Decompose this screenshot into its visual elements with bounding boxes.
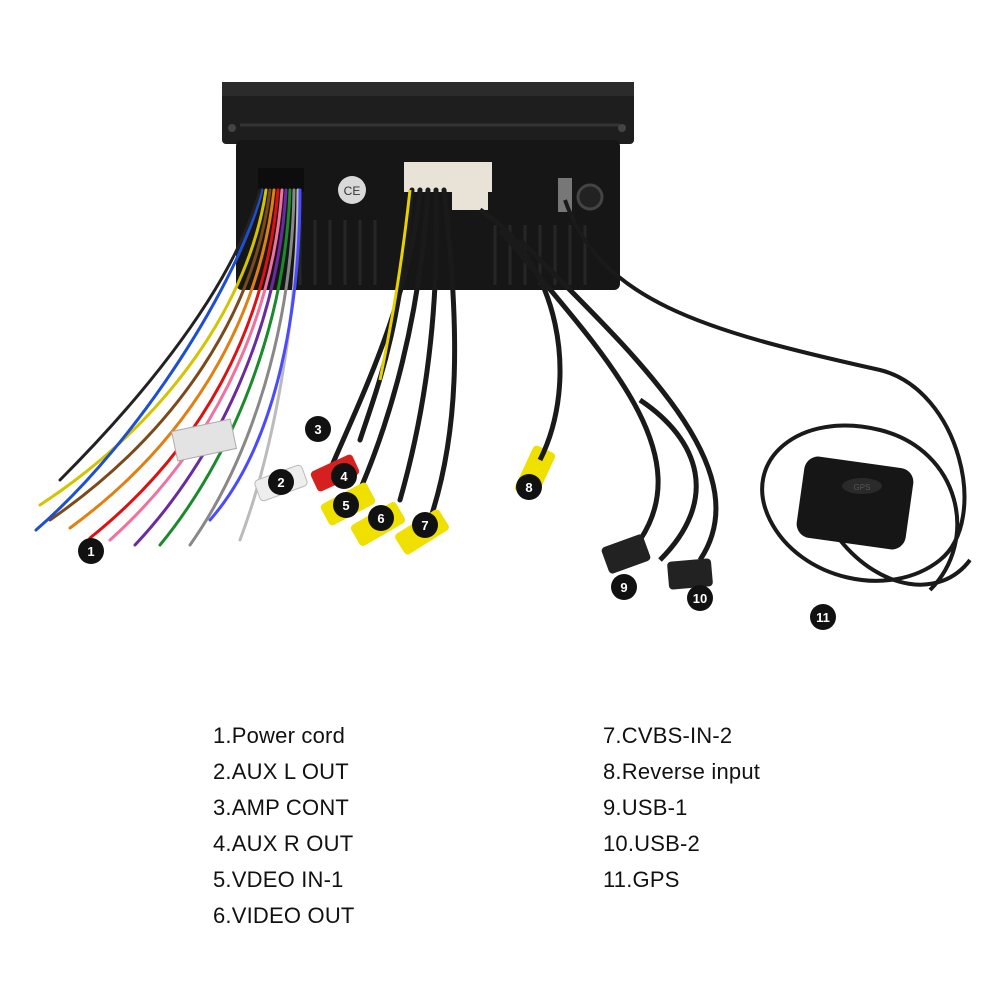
callout-3: 3 <box>305 416 331 442</box>
product-photo: CE <box>34 82 972 592</box>
legend-item: 4.AUX R OUT <box>213 831 354 856</box>
callout-8: 8 <box>516 474 542 500</box>
gps-antenna-label: GPS <box>854 483 871 492</box>
callout-7: 7 <box>412 512 438 538</box>
legend-item: 2.AUX L OUT <box>213 759 349 784</box>
rca-cables <box>327 187 458 523</box>
gps-antenna: GPS <box>796 456 914 550</box>
reverse-input-cable <box>478 207 563 462</box>
power-cord-wires <box>34 188 302 547</box>
legend-item: 5.VDEO IN-1 <box>213 867 344 892</box>
callout-5: 5 <box>333 492 359 518</box>
legend-item: 3.AMP CONT <box>213 795 350 820</box>
callout-11: 11 <box>810 604 836 630</box>
callout-10: 10 <box>687 585 713 611</box>
usb-2-plug <box>667 558 713 590</box>
legend-item: 6.VIDEO OUT <box>213 903 355 928</box>
ce-mark: CE <box>344 184 361 198</box>
legend-item: 8.Reverse input <box>603 759 761 784</box>
callout-1: 1 <box>78 538 104 564</box>
legend-item: 11.GPS <box>603 867 680 892</box>
legend-item: 9.USB-1 <box>603 795 688 820</box>
legend-left: 1.Power cord 2.AUX L OUT 3.AMP CONT 4.AU… <box>213 718 355 934</box>
callout-9: 9 <box>611 574 637 600</box>
gps-cable <box>563 199 972 592</box>
legend-item: 1.Power cord <box>213 723 346 748</box>
callout-2: 2 <box>268 469 294 495</box>
usb-1-plug <box>601 534 651 574</box>
callout-4: 4 <box>331 463 357 489</box>
legend-right: 7.CVBS-IN-2 8.Reverse input 9.USB-1 10.U… <box>603 718 760 898</box>
callout-6: 6 <box>368 505 394 531</box>
usb-cables <box>498 228 719 562</box>
legend-item: 10.USB-2 <box>603 831 700 856</box>
rca-plugs <box>254 445 556 555</box>
legend-item: 7.CVBS-IN-2 <box>603 723 733 748</box>
